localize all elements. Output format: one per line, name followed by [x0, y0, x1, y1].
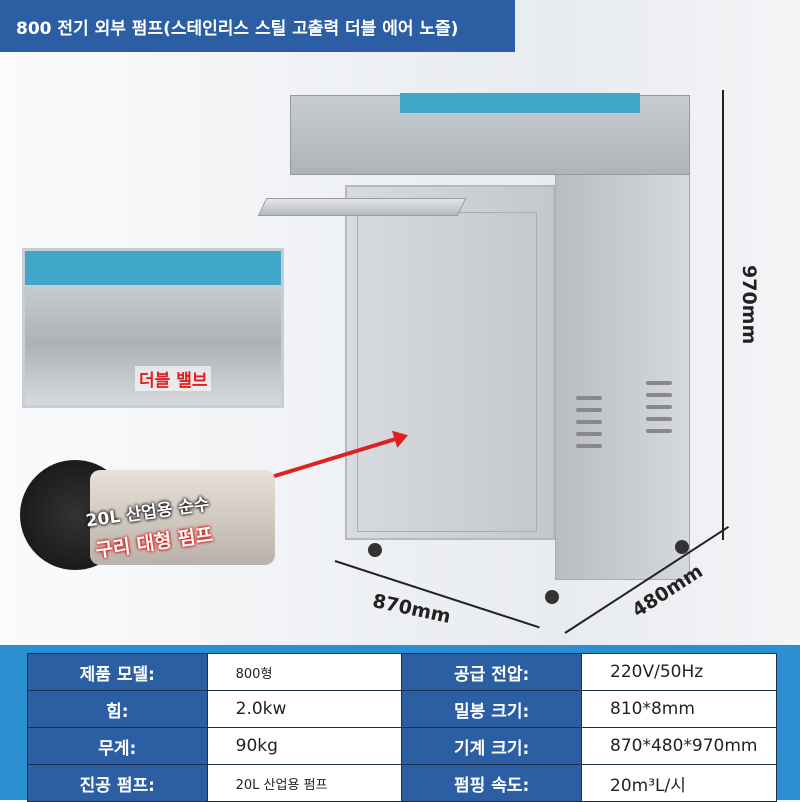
- spec-value: 90kg: [206, 727, 403, 765]
- spec-key: 기계 크기:: [401, 727, 583, 765]
- spec-value: 800형: [206, 653, 403, 691]
- height-dimension: 970mm: [738, 265, 760, 345]
- spec-value: 20L 산업용 펌프: [206, 764, 403, 802]
- valve-label: 더블 밸브: [135, 366, 212, 391]
- spec-value: 20m³L/시: [581, 764, 777, 802]
- spec-key: 제품 모델:: [27, 653, 208, 691]
- machine-side: [555, 170, 690, 580]
- spec-key: 힘:: [27, 690, 208, 728]
- machine-cabinet: [345, 185, 555, 540]
- spec-value: 810*8mm: [581, 690, 777, 728]
- spec-key: 무게:: [27, 727, 208, 765]
- spec-key: 펌핑 속도:: [401, 764, 583, 802]
- spec-key: 공급 전압:: [401, 653, 583, 691]
- spec-key: 진공 펌프:: [27, 764, 208, 802]
- machine-shelf: [257, 198, 467, 216]
- spec-value: 220V/50Hz: [581, 653, 777, 691]
- page-title: 800 전기 외부 펌프(스테인리스 스틸 고출력 더블 에어 노즐): [0, 0, 515, 52]
- spec-value: 2.0kw: [206, 690, 403, 728]
- valve-closeup: 더블 밸브: [22, 248, 284, 408]
- spec-value: 870*480*970mm: [581, 727, 777, 765]
- control-panel: [400, 93, 640, 113]
- pump-image: 20L 산업용 순수 구리 대형 펌프: [20, 440, 280, 590]
- spec-key: 밀봉 크기:: [401, 690, 583, 728]
